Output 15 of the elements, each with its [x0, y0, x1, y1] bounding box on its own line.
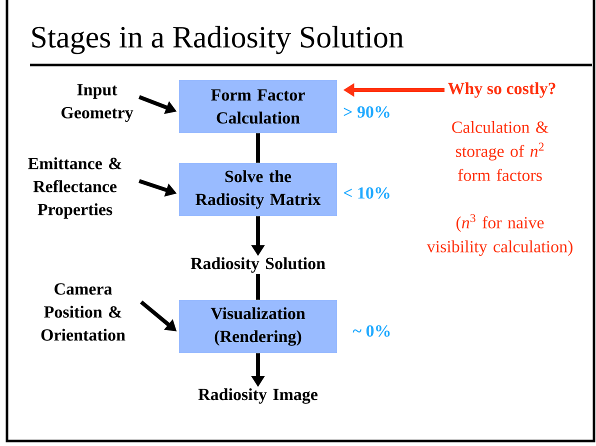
input-label: Camera Position & Orientation: [41, 283, 126, 341]
input-label: Input Geometry: [62, 84, 134, 122]
input-label: Emittance & Reflectance Properties: [28, 157, 122, 219]
output-label: Radiosity Solution: [190, 257, 326, 273]
process-box: Solve the Radiosity Matrix: [179, 163, 337, 216]
note-text: (n$^{3}$ for naive visibility calculation): [426, 214, 572, 256]
note-text: Calculation & storage of n$^{2}$ form factors: [452, 121, 548, 181]
percentage-label: ~ 0%: [352, 325, 390, 337]
question-text: Why so costly?: [448, 82, 556, 98]
title: Stages in a Radiosity Solution: [32, 26, 404, 54]
output-label: Radiosity Image: [198, 388, 318, 404]
percentage-label: < 10%: [344, 187, 390, 199]
process-box: Form Factor Calculation: [179, 80, 337, 133]
process-box: Visualization (Rendering): [179, 300, 337, 353]
percentage-label: > 90%: [344, 106, 390, 118]
